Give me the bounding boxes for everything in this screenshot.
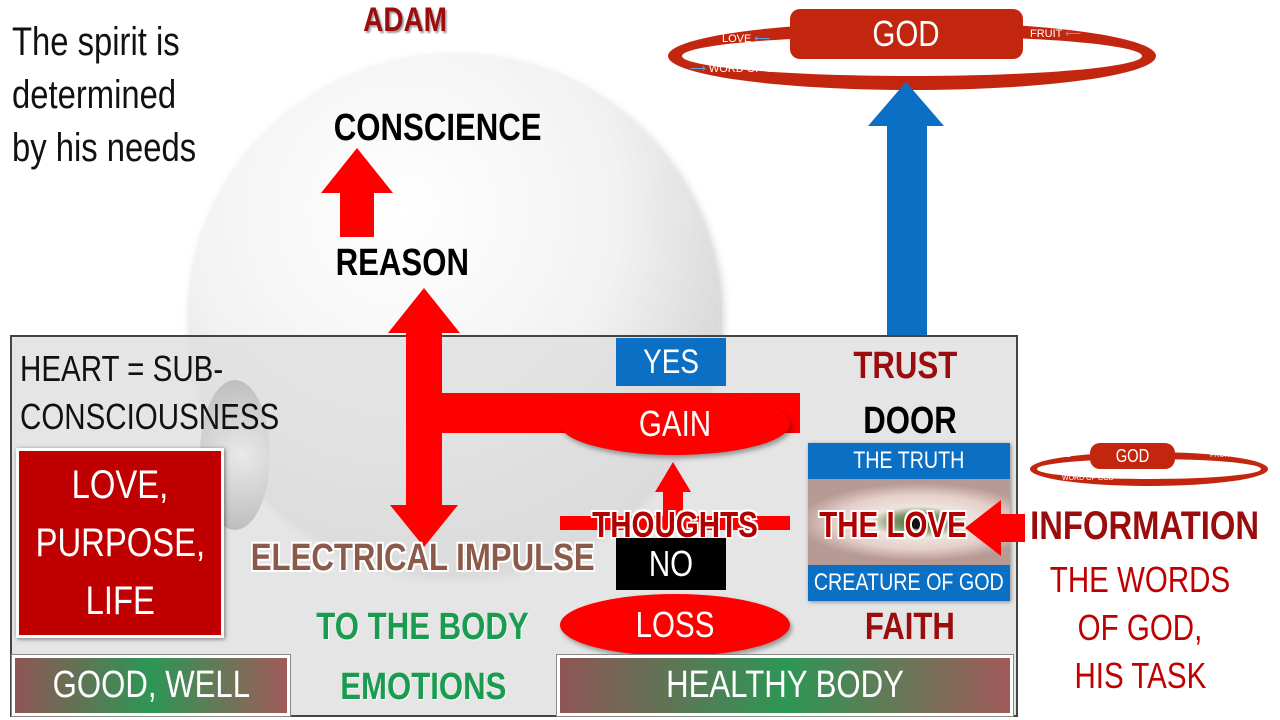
arrow-up-icon [321,148,393,193]
emotions-label: EMOTIONS [339,665,507,708]
reason-label: REASON [335,241,470,284]
creature-band: CREATURE OF GOD [808,565,1010,601]
information-label: INFORMATION [1030,503,1260,548]
conscience-label: CONSCIENCE [333,106,542,149]
eye-panel: THE TRUTH CREATURE OF GOD THE LOVE [808,443,1010,601]
words-of-god-label: THE WORDS OF GOD, HIS TASK [1049,558,1231,696]
arrow-up-blue-shaft [887,124,927,335]
the-love-label: THE LOVE [819,504,967,545]
love-label: LOVE ⟵ [722,33,771,45]
word-of-god-label: ⟶ WORD OF GOD [690,63,791,75]
word-label-small: WORD OF GOD [1062,475,1114,482]
no-box: NO [616,538,726,590]
arrow-left-icon [965,500,1001,556]
to-the-body-label: TO THE BODY [316,605,529,648]
pupil-icon [908,511,926,529]
arrow-left-icon: ⟵ [1065,28,1082,40]
good-well-box: GOOD, WELL [12,655,290,716]
gain-ellipse: GAIN [560,393,790,455]
arrow-up-shaft [340,192,374,237]
love-label-small: LOVE [1052,452,1071,459]
intro-line: The spirit is [12,20,180,64]
truth-band: THE TRUTH [808,443,1010,479]
thoughts-bar [560,516,790,530]
intro-line: by his needs [12,126,197,170]
arrow-left-shaft [1000,514,1025,542]
person-label: ADAM [363,0,447,39]
trust-label: TRUST [853,344,957,387]
arrow-right-icon: ⟶ [690,63,706,75]
electrical-impulse-label: ELECTRICAL IMPULSE [250,536,595,579]
god-box: GOD [790,9,1023,59]
healthy-body-box: HEALTHY BODY [557,655,1013,716]
yes-box: YES [616,338,726,386]
intro-line: determined [12,73,177,117]
arrow-up-icon [388,288,460,333]
fruit-label: FRUIT ⟵ [1030,28,1082,40]
arrow-up-shaft [663,490,683,520]
loss-ellipse: LOSS [560,594,790,656]
door-label: DOOR [863,399,957,442]
arrow-up-blue-icon [868,82,944,126]
arrow-up-icon [655,462,691,492]
arrow-left-icon: ⟵ [754,33,771,45]
arrow-down-icon [390,505,458,547]
god-box-small: GOD [1090,443,1175,469]
values-box: LOVE, PURPOSE, LIFE [16,448,224,638]
faith-label: FAITH [864,605,956,648]
intro-text: The spirit is determined by his needs [12,16,237,175]
heart-label: HEART = SUB- CONSCIOUSNESS [20,348,280,437]
fruit-label-small: FRUIT [1210,452,1231,459]
